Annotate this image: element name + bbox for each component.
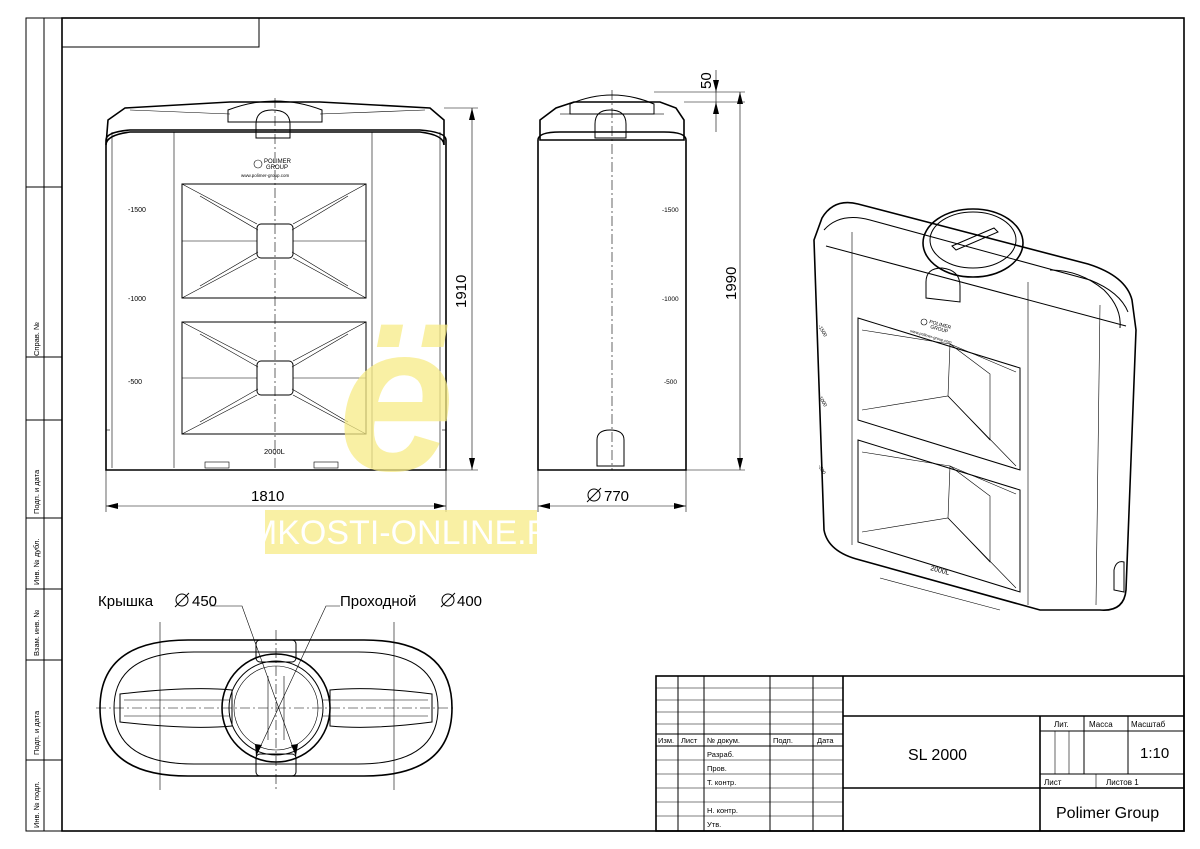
col-header-list: Лист	[681, 736, 698, 745]
mass-header: Масса	[1089, 720, 1113, 729]
front-view: POLIMER GROUP www.polimer-group.com -150…	[105, 98, 447, 471]
watermark: ё EMKOSTI-ONLINE.RU	[226, 280, 576, 554]
side-label-inv-dubl: Инв. № дубл.	[32, 539, 41, 585]
hatch-dim: 400	[457, 593, 482, 610]
side-level-mark-1000: -1000	[662, 296, 679, 303]
company-name: Polimer Group	[1056, 805, 1159, 822]
lid-label: Крышка	[98, 593, 154, 610]
watermark-letter-icon: ё	[338, 280, 455, 515]
role-razrab: Разраб.	[707, 750, 734, 759]
logo-brand-line2: GROUP	[266, 165, 288, 171]
iso-level-mark-1000: -1000	[816, 394, 828, 408]
side-labels: Справ. № Подп. и дата Инв. № дубл. Взам.…	[32, 322, 41, 828]
side-view: -1500 -1000 -500	[537, 90, 687, 471]
side-label-sprav: Справ. №	[32, 322, 41, 356]
side-level-mark-1500: -1500	[662, 207, 679, 214]
top-view-labels: Крышка 450 Проходной 400	[98, 592, 482, 610]
front-width-dim: 1810	[251, 488, 284, 505]
side-diameter-dim: 770	[604, 488, 629, 505]
title-block: Изм. Лист № докум. Подп. Дата Разраб. Пр…	[655, 675, 1185, 832]
iso-logo-brand-line2: GROUP	[929, 324, 949, 335]
role-t-kontr: Т. контр.	[707, 778, 736, 787]
logo-website: www.polimer-group.com	[241, 173, 290, 178]
side-height-dim: 1990	[723, 267, 740, 300]
role-utv: Утв.	[707, 820, 721, 829]
front-level-mark-1000: -1000	[128, 296, 146, 303]
sheets-label: Листов 1	[1106, 778, 1139, 787]
col-header-izm: Изм.	[658, 736, 674, 745]
side-label-inv-podl: Инв. № подл.	[32, 781, 41, 828]
logo-front: POLIMER GROUP www.polimer-group.com	[241, 159, 292, 178]
drawing-name: SL 2000	[908, 747, 967, 764]
side-dimensions: 770 50 1990	[537, 70, 745, 512]
role-prov: Пров.	[707, 764, 727, 773]
scale-value: 1:10	[1140, 745, 1169, 762]
role-n-kontr: Н. контр.	[707, 806, 738, 815]
col-header-podp: Подп.	[773, 736, 793, 745]
watermark-text: EMKOSTI-ONLINE.RU	[226, 514, 575, 552]
lit-header: Лит.	[1054, 720, 1069, 729]
front-level-mark-500: -500	[128, 379, 142, 386]
iso-level-mark-500: -500	[816, 464, 826, 476]
front-volume-label: 2000L	[264, 447, 285, 456]
scale-header: Масштаб	[1131, 720, 1166, 729]
logo-brand-line1: POLIMER	[264, 159, 292, 165]
top-view	[96, 605, 456, 790]
iso-volume-label: 2000L	[929, 565, 950, 577]
front-dimensions: 1810 1910	[105, 107, 478, 512]
front-height-dim: 1910	[453, 275, 470, 308]
sheet-frame	[25, 17, 1185, 832]
side-label-podp-data-2: Подп. и дата	[32, 710, 41, 755]
sheet-label: Лист	[1044, 778, 1062, 787]
side-top-dim: 50	[698, 72, 715, 89]
side-level-mark-500: -500	[664, 379, 677, 386]
col-header-data: Дата	[817, 736, 834, 745]
side-label-podp-data-1: Подп. и дата	[32, 469, 41, 514]
col-header-doc: № докум.	[707, 736, 740, 745]
hatch-label: Проходной	[340, 593, 416, 610]
iso-level-mark-1500: -1500	[816, 324, 828, 338]
lid-dim: 450	[192, 593, 217, 610]
isometric-view: POLIMER GROUP www.polimer-group.com -150…	[813, 201, 1137, 611]
side-label-vzam-inv: Взам. инв. №	[32, 610, 41, 656]
front-level-mark-1500: -1500	[128, 207, 146, 214]
